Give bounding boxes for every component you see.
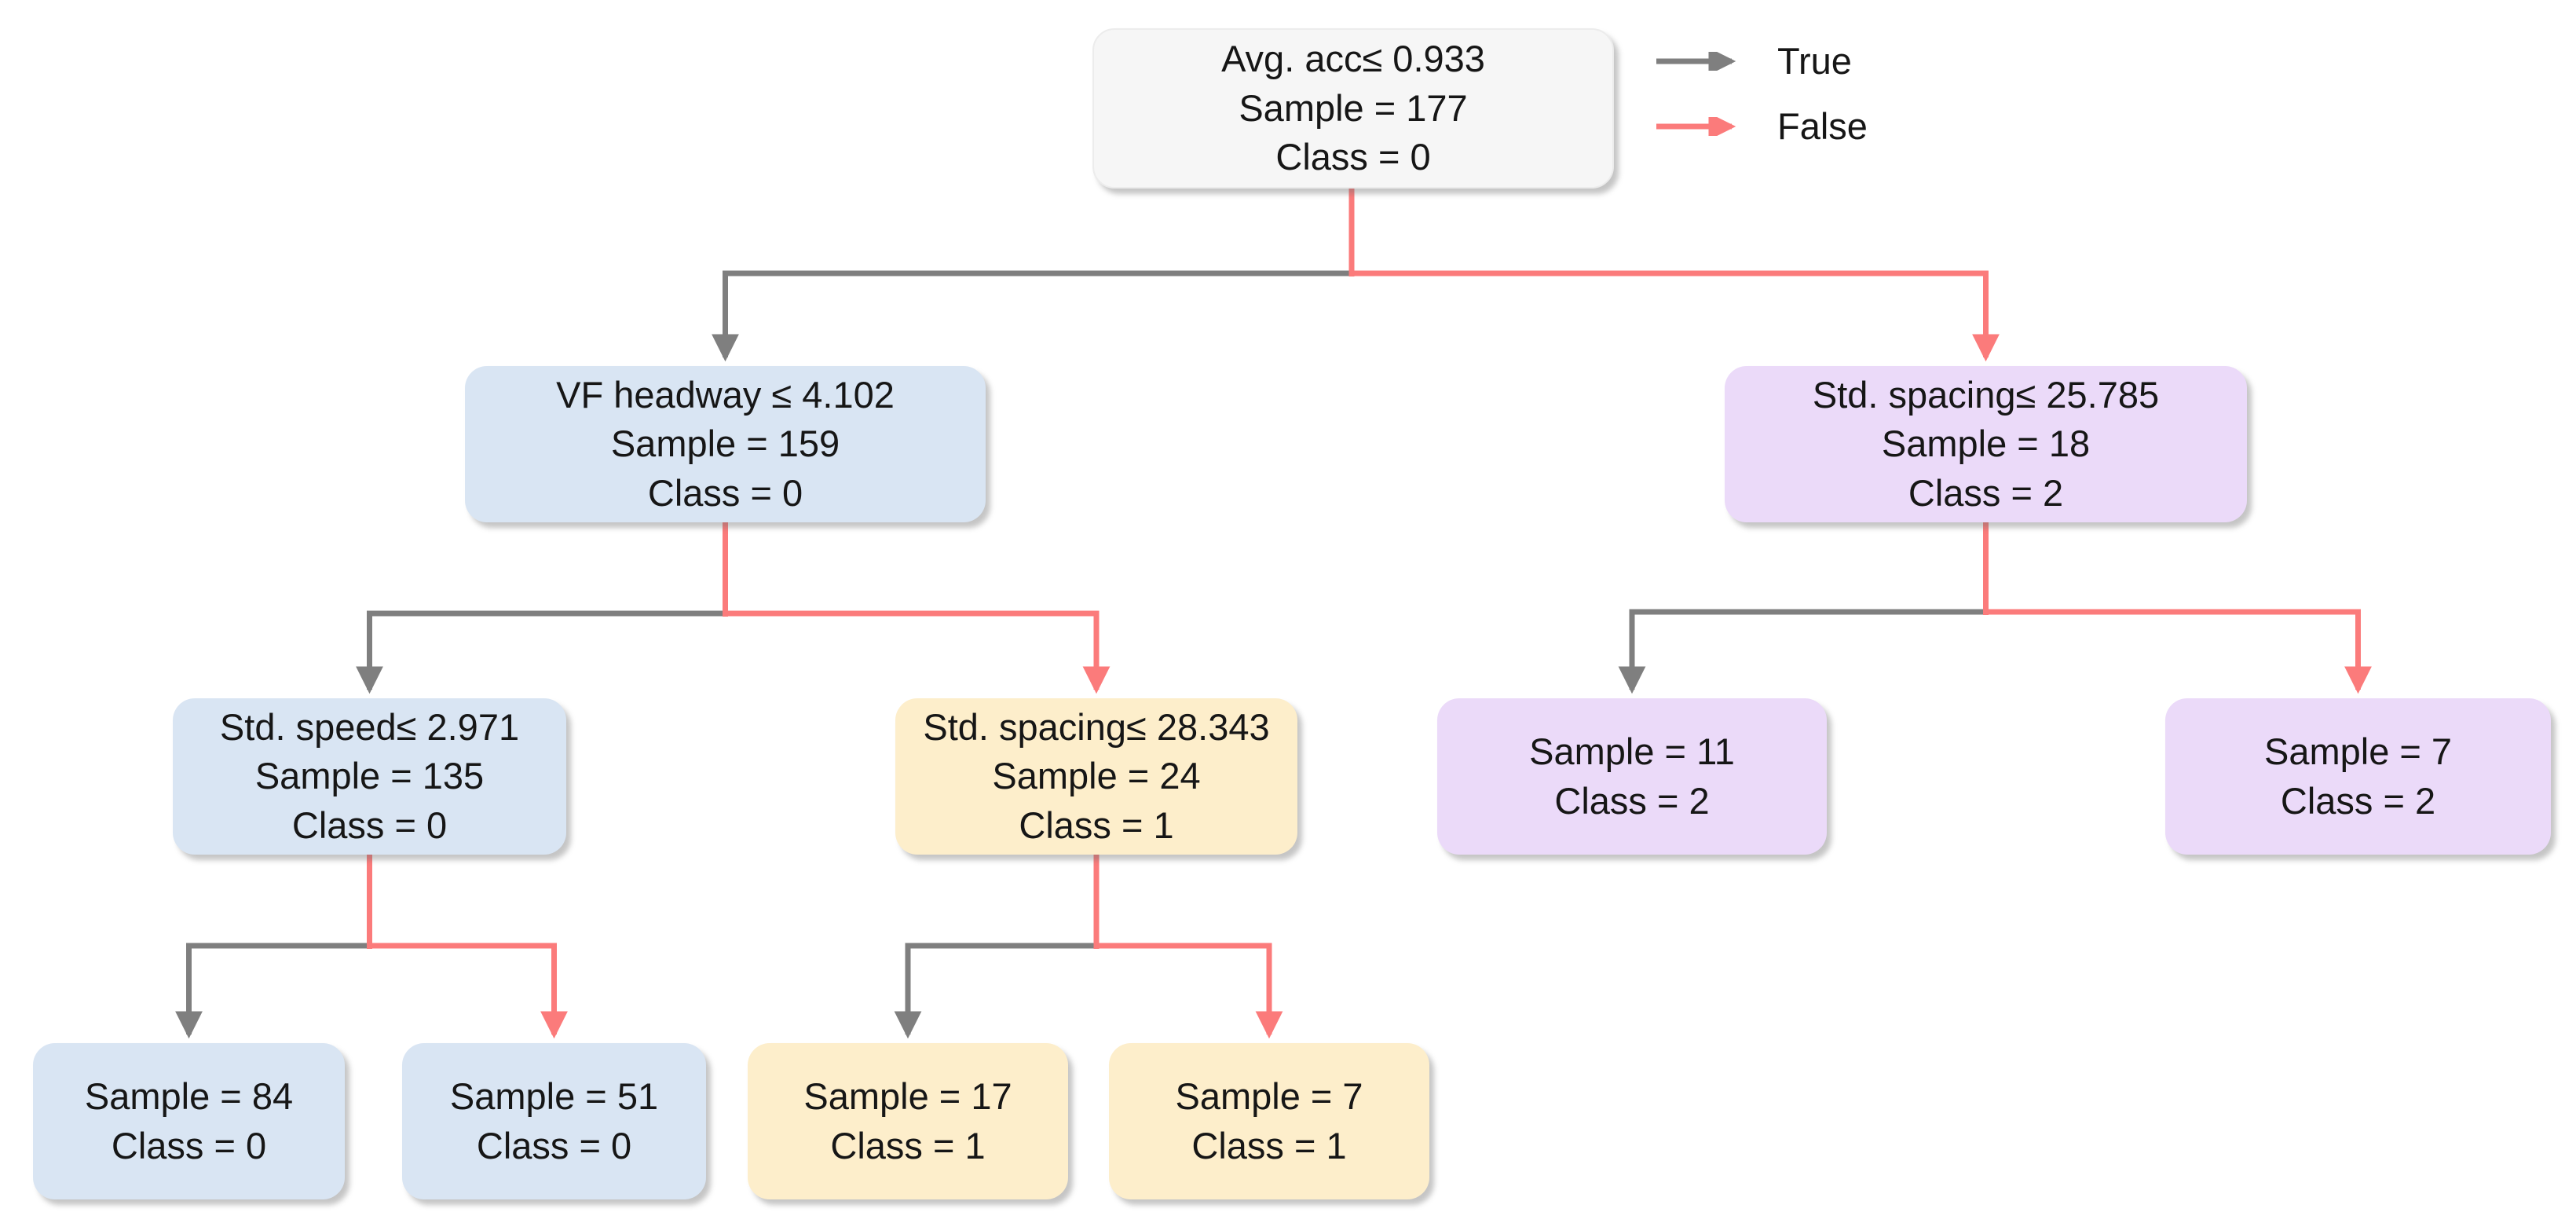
legend: True False	[1653, 39, 1868, 148]
node-class: Class = 1	[830, 1124, 986, 1166]
node-condition: Avg. acc≤ 0.933	[1221, 38, 1485, 80]
node-class: Class = 1	[1191, 1124, 1347, 1166]
legend-true-row: True	[1653, 39, 1868, 82]
edge-std-spacing1-to-sample7-false	[1983, 522, 2372, 694]
tree-node-std-spacing-28-343: Std. spacing≤ 28.343 Sample = 24 Class =…	[895, 698, 1297, 855]
node-class: Class = 0	[476, 1124, 632, 1166]
edge-root-to-vf-headway-true	[712, 270, 1352, 362]
node-class: Class = 2	[1908, 471, 2064, 514]
node-sample: Sample = 135	[254, 755, 485, 797]
legend-true-label: True	[1777, 40, 1852, 82]
node-sample: Sample = 51	[449, 1075, 659, 1117]
false-arrow-icon	[1656, 116, 1736, 136]
node-sample: Sample = 84	[84, 1075, 294, 1117]
node-sample: Sample = 159	[610, 423, 840, 465]
node-sample: Sample = 24	[992, 755, 1201, 797]
tree-node-std-spacing-25-785: Std. spacing≤ 25.785 Sample = 18 Class =…	[1725, 366, 2247, 522]
true-arrow-icon	[1656, 51, 1736, 71]
tree-node-root: Avg. acc≤ 0.933 Sample = 177 Class = 0	[1092, 28, 1614, 189]
node-condition: Std. spacing≤ 25.785	[1812, 373, 2160, 416]
edge-std-speed-to-sample51-false	[367, 855, 568, 1039]
leaf-node-sample-17: Sample = 17 Class = 1	[748, 1043, 1068, 1199]
node-class: Class = 2	[2280, 779, 2436, 822]
leaf-node-sample-7-class-2: Sample = 7 Class = 2	[2165, 698, 2551, 855]
node-condition: VF headway ≤ 4.102	[556, 373, 895, 416]
edge-vf-to-std-spacing2-false	[723, 522, 1111, 694]
leaf-node-sample-11: Sample = 11 Class = 2	[1437, 698, 1827, 855]
edge-std-spacing1-to-sample11-true	[1618, 609, 1986, 694]
leaf-node-sample-84: Sample = 84 Class = 0	[33, 1043, 345, 1199]
edge-std-speed-to-sample84-true	[175, 943, 370, 1039]
leaf-node-sample-51: Sample = 51 Class = 0	[402, 1043, 706, 1199]
node-sample: Sample = 11	[1529, 731, 1735, 772]
node-class: Class = 0	[1275, 136, 1431, 178]
legend-false-row: False	[1653, 104, 1868, 148]
leaf-node-sample-7-class-1: Sample = 7 Class = 1	[1109, 1043, 1429, 1199]
node-sample: Sample = 177	[1239, 86, 1468, 129]
edge-std-spacing2-to-sample17-true	[894, 943, 1096, 1039]
edge-std-spacing2-to-sample7-false	[1093, 855, 1283, 1039]
tree-node-vf-headway: VF headway ≤ 4.102 Sample = 159 Class = …	[465, 366, 986, 522]
node-class: Class = 1	[1019, 804, 1174, 846]
edge-vf-to-std-speed-true	[356, 610, 726, 694]
node-condition: Std. spacing≤ 28.343	[923, 705, 1270, 748]
node-class: Class = 2	[1554, 779, 1710, 822]
tree-node-std-speed: Std. speed≤ 2.971 Sample = 135 Class = 0	[173, 698, 566, 855]
node-sample: Sample = 18	[1881, 423, 2091, 465]
node-class: Class = 0	[647, 471, 803, 514]
node-class: Class = 0	[291, 804, 448, 846]
edge-root-to-std-spacing1-false	[1348, 185, 2000, 362]
node-sample: Sample = 17	[803, 1075, 1012, 1117]
node-sample: Sample = 7	[2263, 731, 2453, 772]
node-condition: Std. speed≤ 2.971	[219, 705, 520, 748]
legend-false-label: False	[1777, 105, 1868, 147]
node-class: Class = 0	[111, 1124, 267, 1166]
node-sample: Sample = 7	[1175, 1075, 1363, 1117]
